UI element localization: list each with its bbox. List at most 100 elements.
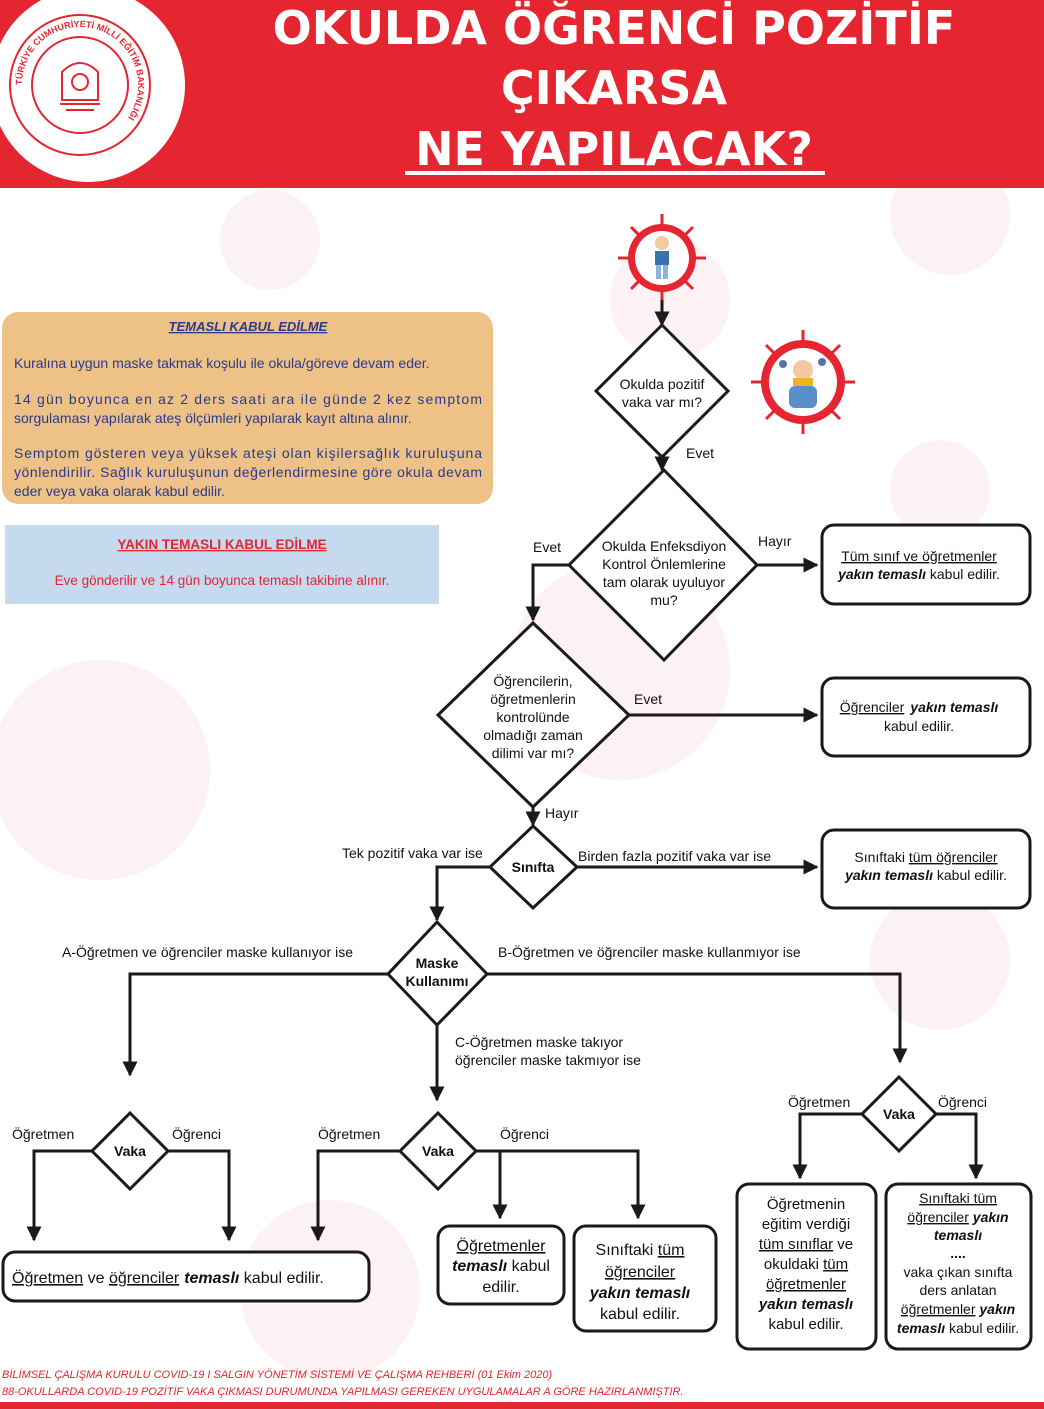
svg-text:yakın temaslı kabul edilir.: yakın temaslı kabul edilir. bbox=[837, 566, 1000, 582]
page-title-line1: OKULDA ÖĞRENCİ POZİTİF bbox=[273, 1, 956, 55]
decision-mask-usage: Maske Kullanımı bbox=[385, 919, 490, 1028]
svg-text:yakın temaslı kabul edilir.: yakın temaslı kabul edilir. bbox=[844, 867, 1007, 883]
svg-text:edilir.: edilir. bbox=[482, 1279, 519, 1296]
svg-text:yakın temaslı: yakın temaslı bbox=[758, 1296, 853, 1313]
svg-text:olmadığı zaman: olmadığı zaman bbox=[483, 727, 583, 743]
temasli-p1: Kuralına uygun maske takmak koşulu ile o… bbox=[14, 355, 430, 371]
yakin-text: Eve gönderilir ve 14 gün boyunca temaslı… bbox=[55, 573, 390, 588]
svg-text:kabul edilir.: kabul edilir. bbox=[768, 1316, 843, 1333]
edge-label-d3-no: Hayır bbox=[545, 805, 579, 821]
sick-person-icon bbox=[751, 330, 855, 434]
svg-text:vaka var mı?: vaka var mı? bbox=[622, 394, 702, 410]
decision-vaka-b: Vaka bbox=[859, 1074, 939, 1154]
svg-text:Okulda pozitif: Okulda pozitif bbox=[620, 376, 705, 392]
edge-label-d1-yes: Evet bbox=[686, 445, 714, 461]
result-teachers-contact: Öğretmenler temaslı kabul edilir. bbox=[436, 1224, 566, 1306]
svg-text:Okulda Enfeksdiyon: Okulda Enfeksdiyon bbox=[602, 538, 727, 554]
edge-label-single-case: Tek pozitif vaka var ise bbox=[342, 845, 483, 861]
svg-text:....: .... bbox=[950, 1245, 966, 1261]
yakin-title: YAKIN TEMASLI KABUL EDİLME bbox=[117, 537, 326, 552]
svg-text:tam olarak uyuluyor: tam olarak uyuluyor bbox=[603, 574, 726, 590]
temasli-p2-l2: sorgulaması yapılarak ateş ölçümleri yap… bbox=[14, 410, 412, 426]
edge-label-multiple-cases: Birden fazla pozitif vaka var ise bbox=[578, 848, 771, 864]
decision-classroom: Sınıfta bbox=[487, 823, 580, 911]
decision-unsupervised-time: Öğrencilerin, öğretmenlerin kontrolünde … bbox=[435, 620, 632, 810]
svg-text:kabul edilir.: kabul edilir. bbox=[600, 1306, 680, 1323]
temasli-p3-l1: Semptom gösteren veya yüksek ateşi olan … bbox=[14, 445, 482, 461]
svg-text:vaka çıkan sınıfta: vaka çıkan sınıfta bbox=[904, 1264, 1013, 1280]
footer-bar bbox=[0, 1402, 1044, 1409]
edge-label-mask-c2: öğrenciler maske takmıyor ise bbox=[455, 1052, 641, 1068]
svg-text:Sınıftaki tüm: Sınıftaki tüm bbox=[596, 1242, 685, 1259]
svg-text:Tüm sınıf ve öğretmenler: Tüm sınıf ve öğretmenler bbox=[841, 548, 997, 564]
ministry-logo: TÜRKİYE CUMHURİYETİ MİLLİ EĞİTİM BAKANLI… bbox=[0, 0, 185, 182]
svg-text:öğretmenler yakın: öğretmenler yakın bbox=[901, 1301, 1015, 1317]
edge-label-d2-yes: Evet bbox=[533, 539, 561, 555]
svg-text:ders anlatan: ders anlatan bbox=[919, 1282, 996, 1298]
decision-vaka-c: Vaka bbox=[397, 1110, 479, 1192]
decision-vaka-a: Vaka bbox=[89, 1110, 171, 1192]
edge-label-mask-c1: C-Öğretmen maske takıyor bbox=[455, 1033, 623, 1050]
edge-label-d2-no: Hayır bbox=[758, 533, 792, 549]
edge-label-a-student: Öğrenci bbox=[172, 1125, 221, 1142]
ministry-seal-icon bbox=[60, 62, 100, 111]
edge-label-b-student: Öğrenci bbox=[938, 1093, 987, 1110]
svg-text:öğrenciler yakın: öğrenciler yakın bbox=[907, 1209, 1008, 1225]
svg-text:dilimi var mı?: dilimi var mı? bbox=[492, 745, 575, 761]
svg-text:temaslı: temaslı bbox=[934, 1227, 982, 1243]
svg-text:Öğretmenler: Öğretmenler bbox=[457, 1237, 547, 1255]
temasli-p3-l2: yönlendirilir. Sağlık kuruluşunun değerl… bbox=[14, 464, 482, 480]
yakin-temasli-info-box: YAKIN TEMASLI KABUL EDİLME Eve gönderili… bbox=[5, 525, 439, 604]
edge-label-a-teacher: Öğretmen bbox=[12, 1125, 74, 1142]
flow-edges bbox=[26, 300, 984, 1242]
svg-text:öğretmenler: öğretmenler bbox=[766, 1276, 846, 1293]
svg-text:öğretmenlerin: öğretmenlerin bbox=[490, 691, 576, 707]
svg-text:kontrolünde: kontrolünde bbox=[496, 709, 569, 725]
edge-label-mask-a: A-Öğretmen ve öğrenciler maske kullanıyo… bbox=[62, 943, 353, 960]
svg-text:Vaka: Vaka bbox=[114, 1143, 146, 1159]
svg-text:Vaka: Vaka bbox=[422, 1143, 454, 1159]
svg-text:okuldaki tüm: okuldaki tüm bbox=[764, 1256, 848, 1273]
svg-text:temaslı kabul: temaslı kabul bbox=[452, 1258, 550, 1275]
infected-child-icon bbox=[618, 214, 706, 302]
footer-line2: 88-OKULLARDA COVID-19 POZİTİF VAKA ÇIKMA… bbox=[2, 1386, 684, 1398]
svg-text:Öğrencilerin,: Öğrencilerin, bbox=[493, 672, 572, 689]
edge-label-mask-b: B-Öğretmen ve öğrenciler maske kullanmıy… bbox=[498, 943, 801, 960]
svg-text:öğrenciler: öğrenciler bbox=[605, 1264, 676, 1281]
svg-text:Sınıftaki tüm öğrenciler: Sınıftaki tüm öğrenciler bbox=[854, 849, 998, 865]
svg-text:mu?: mu? bbox=[650, 592, 677, 608]
edge-label-c-teacher: Öğretmen bbox=[318, 1125, 380, 1142]
decision-positive-case: Okulda pozitif vaka var mı? bbox=[593, 322, 731, 460]
result-class-students-close-contact: Sınıftaki tüm öğrenciler yakın temaslı k… bbox=[572, 1224, 718, 1333]
temasli-p3-l3: eder veya vaka olarak kabul edilir. bbox=[14, 483, 225, 499]
svg-text:Kullanımı: Kullanımı bbox=[405, 973, 468, 989]
page-title-line2: ÇIKARSA bbox=[501, 61, 728, 115]
svg-text:temaslı kabul edilir.: temaslı kabul edilir. bbox=[897, 1320, 1019, 1336]
svg-text:kabul edilir.: kabul edilir. bbox=[884, 718, 954, 734]
result-teacher-classes-close-contact: Öğretmenin eğitim verdiği tüm sınıflar v… bbox=[735, 1182, 878, 1351]
edge-label-b-teacher: Öğretmen bbox=[788, 1093, 850, 1110]
result-class-and-teachers-close-contact: Sınıftaki tüm öğrenciler yakın temaslı .… bbox=[884, 1182, 1033, 1351]
svg-text:Maske: Maske bbox=[416, 955, 459, 971]
svg-text:eğitim verdiği: eğitim verdiği bbox=[762, 1216, 850, 1233]
svg-text:Kontrol Önlemlerine: Kontrol Önlemlerine bbox=[602, 555, 726, 572]
svg-text:Vaka: Vaka bbox=[883, 1106, 915, 1122]
edge-label-c-student: Öğrenci bbox=[500, 1125, 549, 1142]
page-title-line3: NE YAPILACAK? bbox=[415, 122, 813, 176]
svg-text:tüm sınıflar ve: tüm sınıflar ve bbox=[759, 1236, 853, 1253]
svg-text:Sınıftaki tüm: Sınıftaki tüm bbox=[919, 1190, 997, 1206]
result-class-all-students: Sınıftaki tüm öğrenciler yakın temaslı k… bbox=[820, 828, 1032, 910]
result-all-class-close-contact: Tüm sınıf ve öğretmenler yakın temaslı k… bbox=[820, 523, 1032, 606]
footer-line1: BİLİMSEL ÇALIŞMA KURULU COVID-19 I SALGI… bbox=[2, 1369, 552, 1381]
title-underline bbox=[405, 171, 825, 175]
temasli-p2-l1: 14 gün boyunca en az 2 ders saati ara il… bbox=[14, 391, 482, 407]
temasli-title: TEMASLI KABUL EDİLME bbox=[169, 319, 328, 334]
edge-label-d3-yes: Evet bbox=[634, 691, 662, 707]
svg-text:Öğretmenin: Öğretmenin bbox=[767, 1195, 845, 1213]
svg-text:yakın temaslı: yakın temaslı bbox=[589, 1285, 691, 1302]
decision-infection-control: Okulda Enfeksdiyon Kontrol Önlemlerine t… bbox=[566, 467, 760, 663]
